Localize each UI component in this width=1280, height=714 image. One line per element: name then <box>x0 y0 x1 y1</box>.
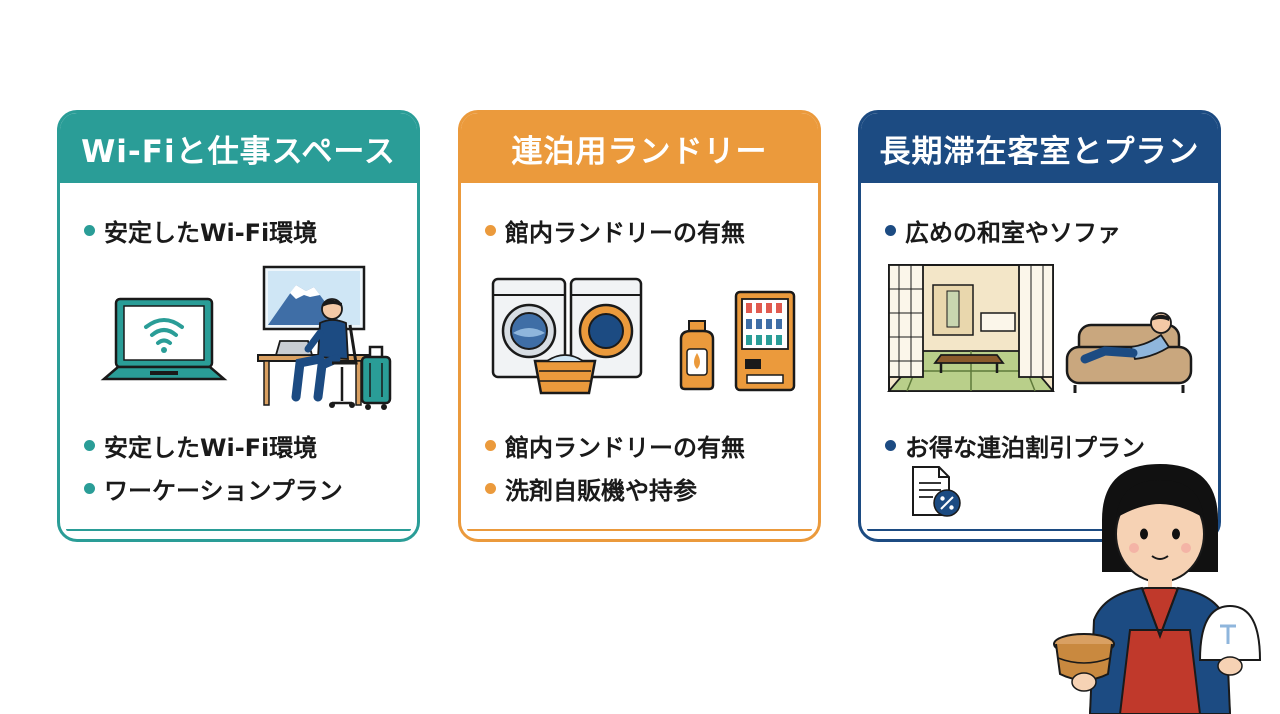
bullet-text: お得な連泊割引プラン <box>905 434 1145 462</box>
bullet-text: 広めの和室やソファ <box>905 219 1121 247</box>
discount-document-icon <box>912 466 961 517</box>
bullet-item: ワーケーションプラン <box>84 471 343 506</box>
bullet-text: 館内ランドリーの有無 <box>505 434 745 462</box>
bullet-dot <box>84 440 95 451</box>
bullet-dot <box>84 483 95 494</box>
sofa-person-icon <box>1065 312 1193 393</box>
card-title: 長期滞在客室とプラン <box>861 113 1218 183</box>
detergent-bottle-icon <box>679 320 715 391</box>
bullet-item: 安定したWi-Fi環境 <box>84 428 317 463</box>
bullet-item: お得な連泊割引プラン <box>885 428 1145 463</box>
bullet-text: 館内ランドリーの有無 <box>505 219 745 247</box>
bullet-dot <box>485 440 496 451</box>
onsen-staff-mascot <box>1053 464 1262 714</box>
washing-machine-icon <box>491 277 643 395</box>
laptop-wifi-icon <box>100 297 228 381</box>
bullet-dot <box>885 440 896 451</box>
vending-machine-icon <box>734 290 796 392</box>
bullet-item: 安定したWi-Fi環境 <box>84 213 317 248</box>
card-wifi-workspace: Wi-Fiと仕事スペース 安定したWi-Fi環境 <box>57 110 420 542</box>
card-title: 連泊用ランドリー <box>461 113 818 183</box>
bullet-dot <box>485 483 496 494</box>
bullet-dot <box>885 225 896 236</box>
card-title: Wi-Fiと仕事スペース <box>60 113 417 183</box>
suitcase-icon <box>360 345 392 410</box>
bullet-text: 安定したWi-Fi環境 <box>104 219 318 247</box>
bullet-text: 安定したWi-Fi環境 <box>104 434 318 462</box>
bullet-dot <box>485 225 496 236</box>
bullet-item: 洗剤自販機や持参 <box>485 471 697 506</box>
bullet-item: 広めの和室やソファ <box>885 213 1121 248</box>
card-laundry: 連泊用ランドリー 館内ランドリーの有無 館内ランドリーの有無 <box>458 110 821 542</box>
remote-worker-illustration <box>257 265 369 408</box>
japanese-room-illustration <box>887 264 1055 392</box>
bullet-text: ワーケーションプラン <box>104 477 343 505</box>
bullet-text: 洗剤自販機や持参 <box>505 477 697 505</box>
bullet-dot <box>84 225 95 236</box>
bullet-item: 館内ランドリーの有無 <box>485 213 745 248</box>
bullet-item: 館内ランドリーの有無 <box>485 428 745 463</box>
